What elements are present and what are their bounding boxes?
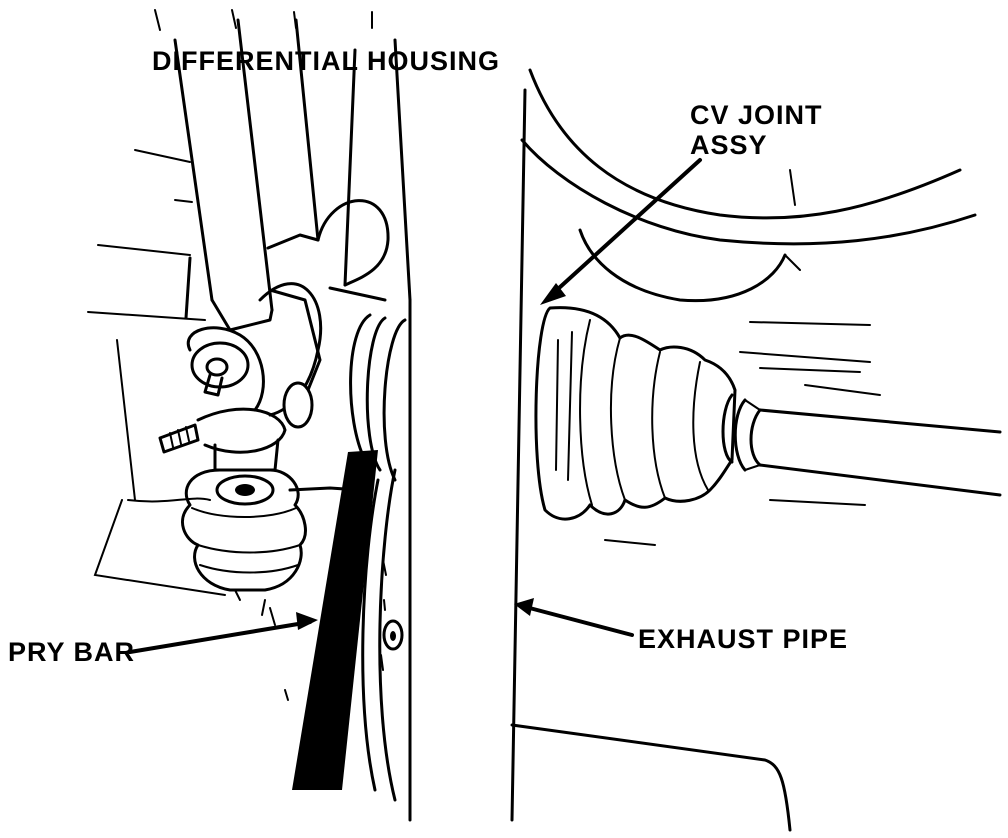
label-cv-joint-assy: ASSY xyxy=(690,130,768,160)
exhaust-and-cv-joint-drawing xyxy=(510,68,1002,832)
label-cv-joint: CV JOINT xyxy=(690,100,823,130)
leader-lines xyxy=(128,158,702,654)
label-exhaust-pipe: EXHAUST PIPE xyxy=(638,624,848,654)
pry-bar-shape xyxy=(292,450,378,790)
label-differential-housing: DIFFERENTIAL HOUSING xyxy=(152,46,500,76)
differential-housing-drawing xyxy=(87,9,412,822)
label-pry-bar: PRY BAR xyxy=(8,637,135,667)
